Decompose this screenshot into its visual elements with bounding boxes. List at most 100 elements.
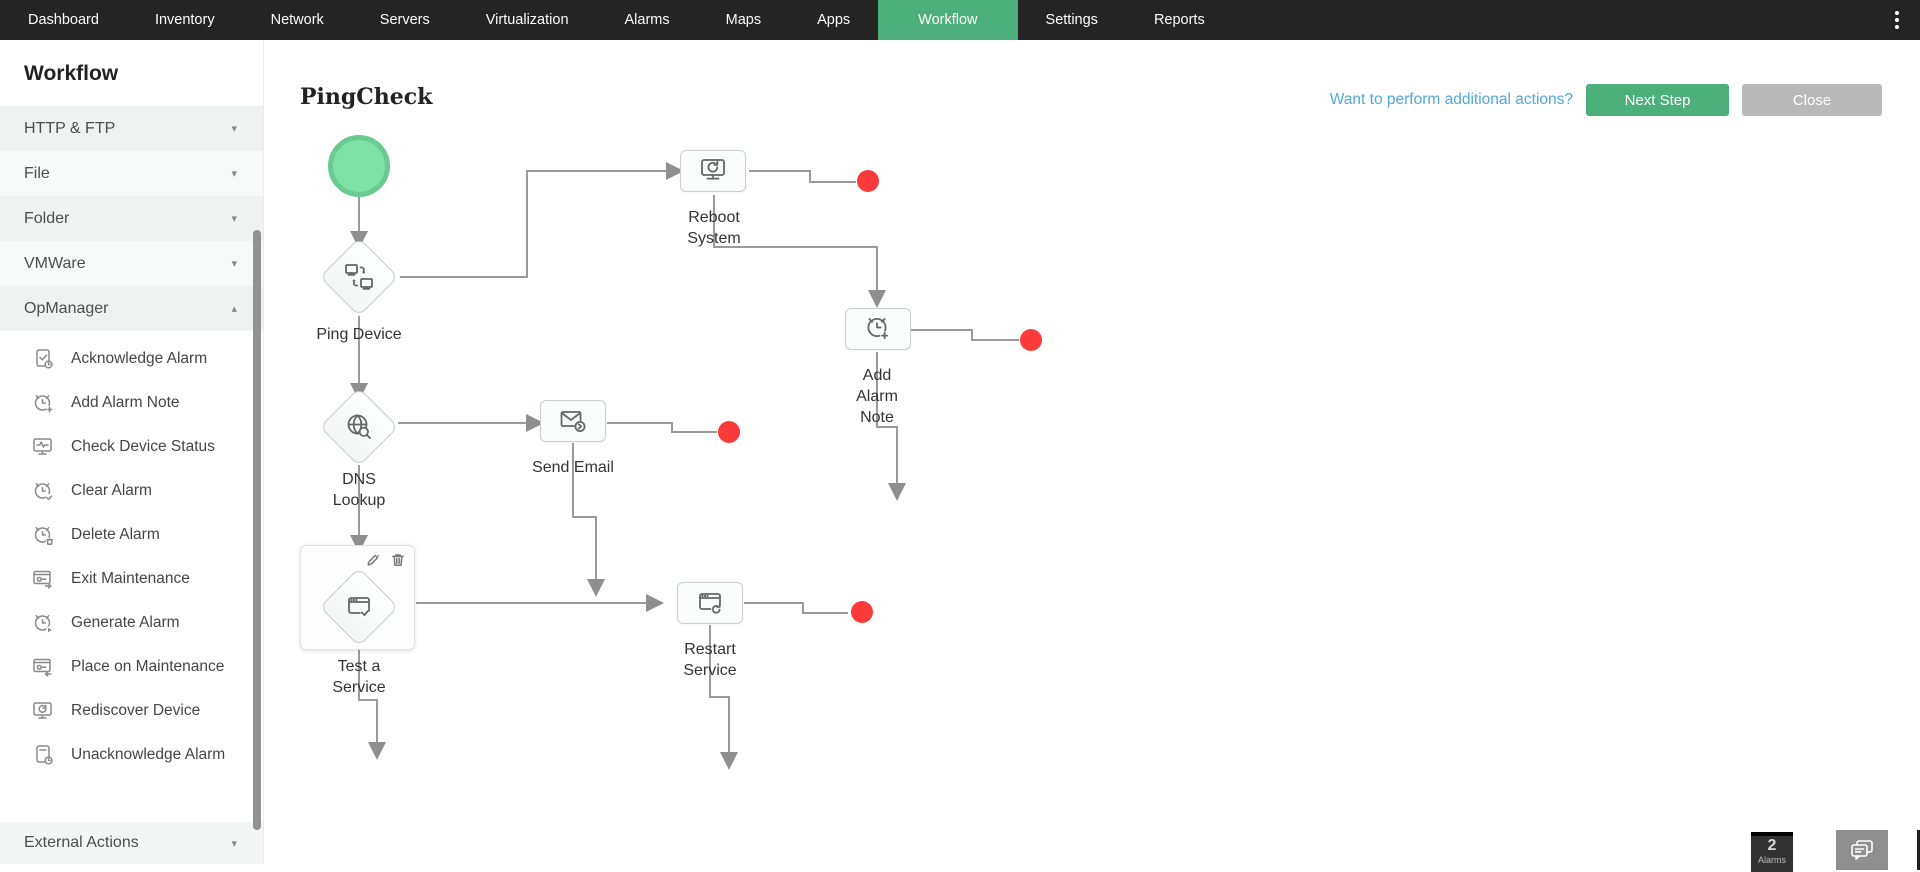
node-label-ping-device: Ping Device — [316, 326, 402, 343]
additional-actions-link[interactable]: Want to perform additional actions? — [1329, 91, 1573, 108]
node-test-a-service[interactable] — [319, 567, 399, 647]
chat-messages-icon — [1851, 840, 1873, 860]
sidebar-item-add-alarm-note[interactable]: Add Alarm Note — [0, 381, 263, 425]
chevron-down-icon: ▾ — [231, 258, 237, 270]
nav-item-inventory[interactable]: Inventory — [154, 12, 215, 28]
generate-alarm-icon — [34, 615, 54, 634]
node-label-test-a-service: Test a Service — [332, 658, 386, 696]
nav-item-maps[interactable]: Maps — [725, 12, 762, 28]
sidebar-group-vmware[interactable]: VMWare ▾ — [0, 241, 263, 286]
alarm-count: 2 — [1767, 837, 1777, 854]
node-label-restart-service: Restart Service — [683, 641, 737, 679]
add-alarm-note-icon — [867, 317, 889, 340]
unacknowledge-alarm-icon — [36, 745, 53, 765]
node-start[interactable] — [328, 135, 390, 197]
sidebar-scrollbar-thumb[interactable] — [253, 230, 261, 830]
node-send-email[interactable] — [540, 400, 606, 442]
acknowledge-alarm-icon — [36, 349, 53, 369]
node-add-alarm-note[interactable] — [845, 308, 911, 350]
rediscover-device-icon — [33, 702, 52, 719]
sidebar-item-rediscover-device[interactable]: Rediscover Device — [0, 689, 263, 733]
nav-item-virtualization[interactable]: Virtualization — [485, 12, 569, 28]
alarm-count-badge[interactable]: 2 Alarms — [1751, 832, 1793, 872]
node-label-add-alarm-note: Add Alarm Note — [856, 367, 898, 426]
nav-item-settings[interactable]: Settings — [1045, 12, 1098, 28]
nav-item-alarms[interactable]: Alarms — [624, 12, 670, 28]
workflow-sidebar: Workflow HTTP & FTP ▾ File ▾ Folder ▾ VM… — [0, 40, 264, 864]
send-email-icon — [560, 411, 586, 433]
nav-item-dashboard[interactable]: Dashboard — [28, 12, 99, 28]
node-dns-lookup[interactable] — [319, 387, 399, 467]
next-step-button[interactable]: Next Step — [1586, 84, 1729, 116]
action-label: Add Alarm Note — [71, 394, 180, 412]
sidebar-group-opmanager[interactable]: OpManager ▴ — [0, 286, 263, 331]
workflow-name-title: PingCheck — [300, 84, 433, 110]
connector-add-alarm-note-to-endpoint — [910, 329, 1019, 341]
nav-item-servers[interactable]: Servers — [379, 12, 430, 28]
sidebar-item-exit-maintenance[interactable]: Exit Maintenance — [0, 557, 263, 601]
nav-item-reports[interactable]: Reports — [1153, 12, 1205, 28]
nav-item-apps[interactable]: Apps — [817, 12, 851, 28]
sidebar-item-place-on-maintenance[interactable]: Place on Maintenance — [0, 645, 263, 689]
action-label: Generate Alarm — [71, 614, 180, 632]
sidebar-item-delete-alarm[interactable]: Delete Alarm — [0, 513, 263, 557]
action-label: Exit Maintenance — [71, 570, 190, 588]
endpoint-dot[interactable] — [851, 601, 873, 623]
delete-alarm-icon — [34, 527, 54, 546]
sidebar-group-http-ftp[interactable]: HTTP & FTP ▾ — [0, 106, 263, 151]
action-label: Place on Maintenance — [71, 658, 225, 676]
action-label: Rediscover Device — [71, 702, 201, 720]
sidebar-item-check-device-status[interactable]: Check Device Status — [0, 425, 263, 469]
node-ping-device[interactable] — [319, 237, 399, 317]
nav-item-workflow[interactable]: Workflow — [878, 0, 1018, 40]
endpoint-dot[interactable] — [718, 421, 740, 443]
connector-ping-to-reboot — [400, 162, 684, 278]
sidebar-group-external-actions[interactable]: External Actions ▾ — [0, 822, 263, 864]
exit-maintenance-icon — [33, 570, 52, 589]
workflow-canvas[interactable]: PingCheck Want to perform additional act… — [264, 40, 1920, 872]
group-label: File — [24, 164, 50, 182]
connector-send-email-to-endpoint — [607, 422, 717, 433]
reboot-system-icon — [701, 159, 725, 180]
sidebar-title: Workflow — [24, 62, 119, 85]
sidebar-item-acknowledge-alarm[interactable]: Acknowledge Alarm — [0, 337, 263, 381]
chevron-down-icon: ▾ — [231, 837, 237, 850]
node-label-reboot-system: Reboot System — [687, 209, 741, 247]
kebab-menu-icon[interactable] — [1880, 0, 1914, 40]
ping-device-icon — [345, 264, 373, 290]
alarm-count-label: Alarms — [1757, 855, 1786, 865]
action-label: Unacknowledge Alarm — [71, 746, 226, 764]
screen-edge-strip — [1917, 830, 1920, 870]
node-reboot-system[interactable] — [680, 150, 746, 192]
group-label: Folder — [24, 209, 70, 227]
connector-restart-to-endpoint — [744, 602, 848, 614]
sidebar-item-clear-alarm[interactable]: Clear Alarm — [0, 469, 263, 513]
group-label: OpManager — [24, 299, 109, 317]
edit-pencil-icon[interactable] — [366, 553, 380, 567]
connector-reboot-to-endpoint — [749, 170, 856, 183]
action-label: Clear Alarm — [71, 482, 152, 500]
node-label-send-email: Send Email — [532, 459, 614, 476]
sidebar-item-unacknowledge-alarm[interactable]: Unacknowledge Alarm — [0, 733, 263, 777]
opmanager-action-list: Acknowledge Alarm Add Alarm Note Check D… — [0, 331, 263, 777]
top-nav: Dashboard Inventory Network Servers Virt… — [0, 0, 1920, 40]
endpoint-dot[interactable] — [857, 170, 879, 192]
clear-alarm-icon — [34, 483, 53, 502]
delete-trash-icon[interactable] — [391, 553, 405, 567]
test-a-service-icon — [348, 597, 370, 618]
chevron-down-icon: ▾ — [231, 213, 237, 225]
sidebar-group-file[interactable]: File ▾ — [0, 151, 263, 196]
close-button[interactable]: Close — [1742, 84, 1882, 116]
node-restart-service[interactable] — [677, 582, 743, 624]
action-label: Check Device Status — [71, 438, 215, 456]
endpoint-dot[interactable] — [1020, 329, 1042, 351]
action-label: Acknowledge Alarm — [71, 350, 208, 368]
canvas-toolbar: Want to perform additional actions? Next… — [1330, 84, 1882, 116]
group-label: HTTP & FTP — [24, 119, 116, 137]
group-label: External Actions — [24, 834, 139, 851]
sidebar-item-generate-alarm[interactable]: Generate Alarm — [0, 601, 263, 645]
chat-launcher[interactable] — [1836, 830, 1888, 870]
group-label: VMWare — [24, 254, 86, 272]
sidebar-group-folder[interactable]: Folder ▾ — [0, 196, 263, 241]
nav-item-network[interactable]: Network — [270, 12, 324, 28]
